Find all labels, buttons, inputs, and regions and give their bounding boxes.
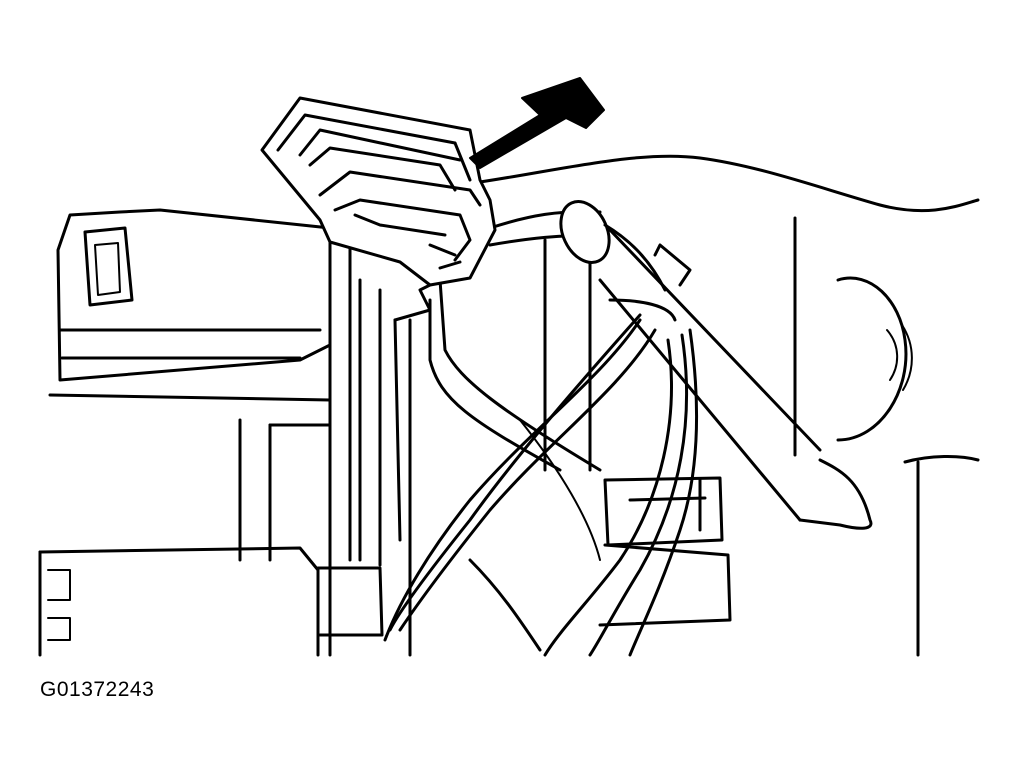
lower-block xyxy=(38,546,384,657)
center-strip xyxy=(393,278,602,657)
figure-reference-code: G01372243 xyxy=(40,678,155,701)
wiring-harness xyxy=(383,200,699,657)
diagram-figure xyxy=(38,77,980,657)
pointer-arrow xyxy=(469,77,605,169)
clip-block xyxy=(598,476,732,627)
left-module xyxy=(48,208,382,657)
connector-plug xyxy=(260,96,497,287)
bracket-arm xyxy=(543,228,822,522)
housing-outline xyxy=(478,154,980,657)
